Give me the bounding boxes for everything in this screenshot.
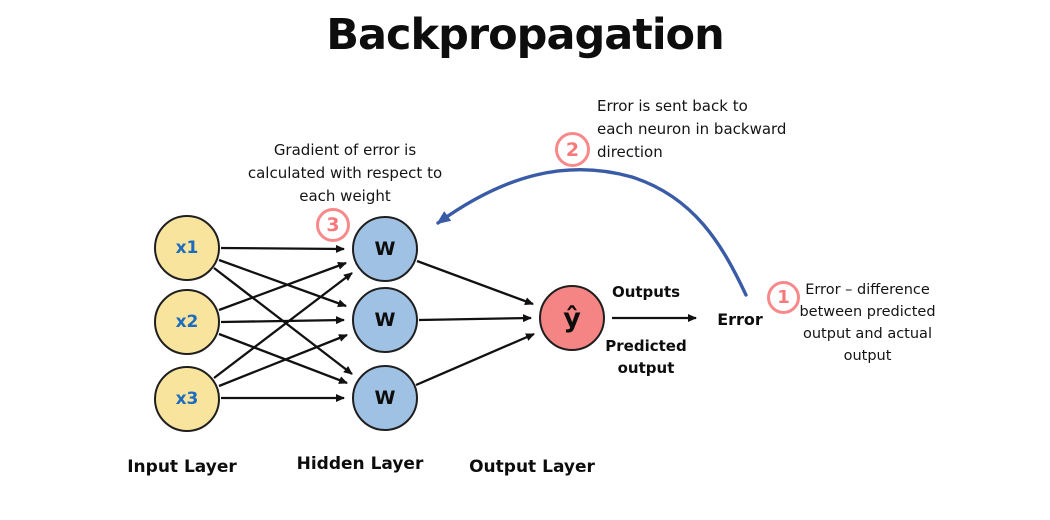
hidden-node-w1-label: W (374, 238, 396, 260)
step-3-badge: 3 (316, 208, 350, 242)
input-node-x1: x1 (154, 215, 220, 281)
input-node-x3-label: x3 (175, 389, 199, 409)
hidden-node-w1: W (352, 216, 418, 282)
hidden-node-w2-label: W (374, 309, 396, 331)
edge-w2-y (418, 314, 532, 323)
step-1-number: 1 (777, 287, 790, 308)
annotation-gradient: Gradient of error is calculated with res… (247, 141, 443, 205)
diagram-title: Backpropagation (326, 10, 724, 60)
error-label: Error (717, 310, 763, 329)
edge-x2-w1 (218, 261, 347, 312)
input-node-x2-label: x2 (175, 312, 199, 332)
step-2-number: 2 (565, 138, 580, 161)
hidden-node-w3: W (352, 365, 418, 431)
input-node-x2: x2 (154, 289, 220, 355)
edge-x2-w2 (220, 316, 345, 325)
output-node-yhat-label: ŷ (563, 302, 581, 334)
input-node-x3: x3 (154, 366, 220, 432)
output-node-yhat: ŷ (539, 285, 605, 351)
edge-x2-w3 (218, 332, 348, 385)
annotation-error-definition: Error – difference between predicted out… (799, 282, 936, 365)
edge-x3-w1 (213, 272, 353, 379)
input-layer-label: Input Layer (127, 457, 237, 477)
edge-w1-y (416, 259, 534, 306)
hidden-node-w2: W (352, 287, 418, 353)
hidden-to-output-edges (415, 259, 535, 387)
input-to-hidden-edges (213, 244, 353, 402)
annotation-error-sent-back: Error is sent back to each neuron in bac… (597, 97, 787, 161)
outputs-label: Outputs (611, 283, 681, 301)
step-1-badge: 1 (767, 281, 800, 314)
edge-w3-y (415, 332, 535, 387)
step-2-badge: 2 (555, 132, 590, 167)
predicted-output-label: Predicted output (605, 337, 687, 377)
edge-x3-w2 (218, 333, 348, 388)
hidden-node-w3-label: W (374, 387, 396, 409)
hidden-layer-label: Hidden Layer (296, 454, 424, 474)
edge-x1-w1 (220, 244, 345, 253)
backpropagation-curve-arrow (436, 167, 748, 297)
step-3-number: 3 (326, 214, 340, 236)
output-layer-label: Output Layer (469, 457, 595, 477)
input-node-x1-label: x1 (175, 238, 199, 258)
edge-x1-w2 (218, 258, 347, 308)
